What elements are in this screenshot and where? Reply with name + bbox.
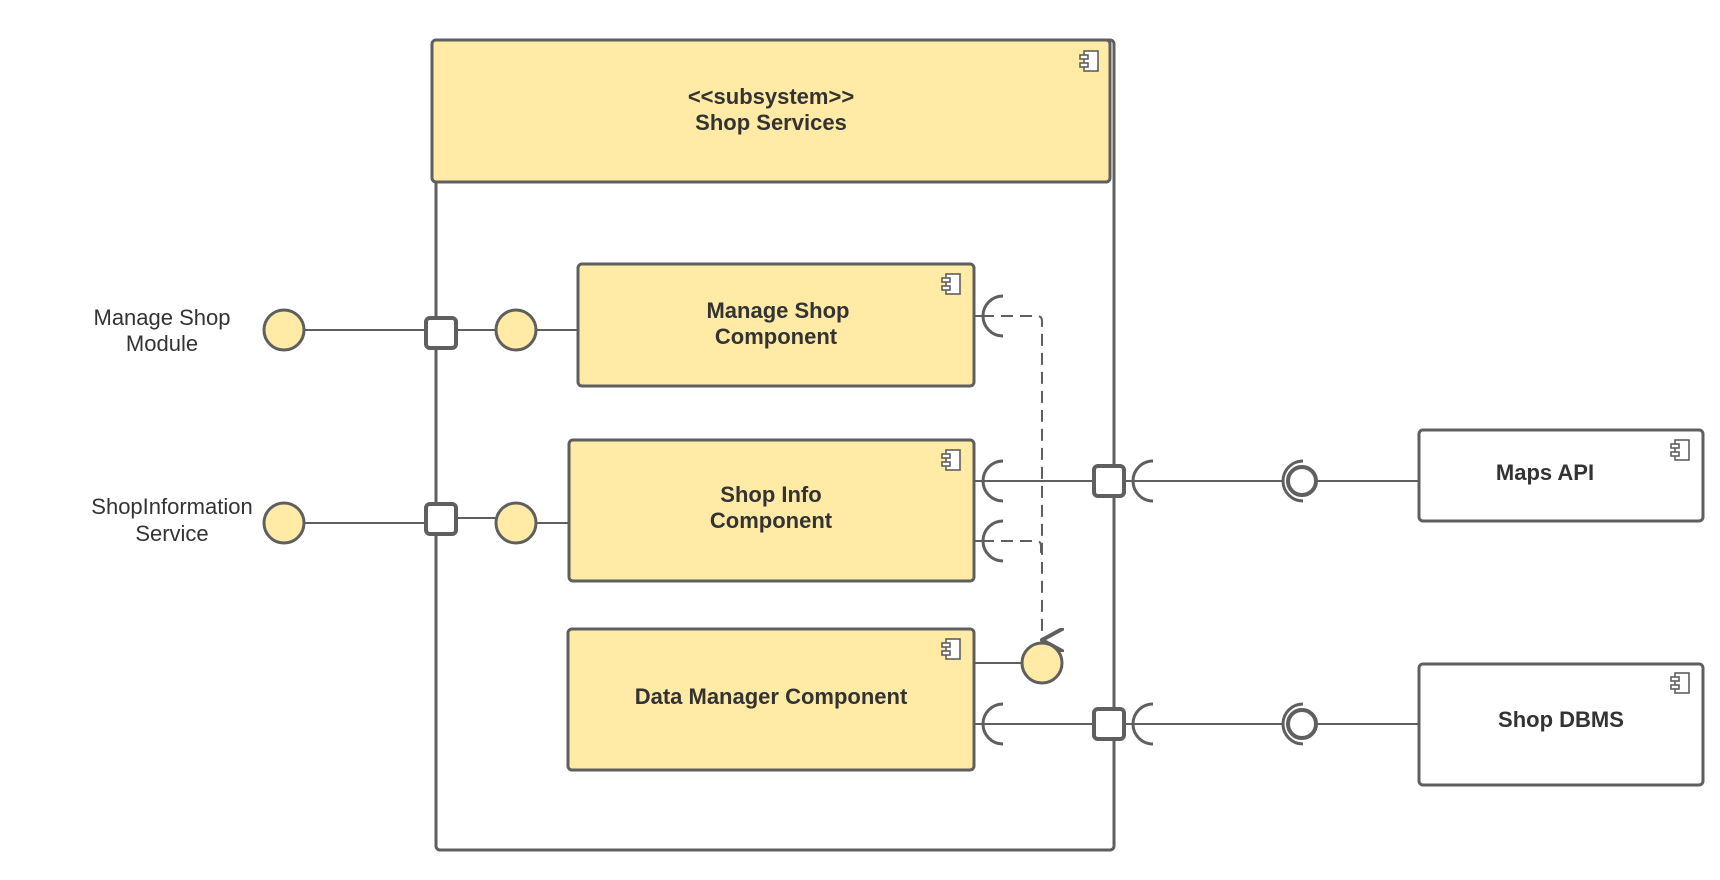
shop-information-service-label-2: Service [135,521,208,546]
shop-info-component-label-1: Shop Info [720,482,821,507]
manage-shop-module-label-2: Module [126,331,198,356]
port-shop-dbms[interactable] [1092,707,1126,741]
interface-shop-information-service[interactable]: ShopInformation Service [91,494,426,546]
shop-info-component-label-2: Component [710,508,833,533]
shop-dbms-component[interactable]: Shop DBMS [1417,662,1705,787]
required-interface-icon [981,702,1004,746]
maps-api-label: Maps API [1496,460,1594,485]
connector-shop-dbms [1124,702,1419,746]
required-interface-icon [981,459,1004,503]
dependency-arrow [982,315,1042,640]
subsystem-name: Shop Services [695,110,847,135]
provided-interface-icon [262,501,306,545]
shop-information-service-label-1: ShopInformation [91,494,252,519]
data-manager-component-label: Data Manager Component [635,684,908,709]
manage-shop-component-label-2: Component [715,324,838,349]
maps-api-component[interactable]: Maps API [1417,428,1705,523]
provided-interface-icon [262,308,306,352]
shop-info-component[interactable]: Shop Info Component [567,438,976,583]
dependency-branch [982,540,1042,560]
manage-shop-module-label-1: Manage Shop [94,305,231,330]
port-maps-api[interactable] [1092,464,1126,498]
subsystem-header[interactable]: <<subsystem>> Shop Services [430,38,1112,184]
subsystem-stereotype: <<subsystem>> [688,84,854,109]
provided-interface-icon [1020,641,1064,685]
provided-interface-icon [1286,708,1318,740]
required-interface-icon [1281,702,1304,746]
provided-interface-icon [1286,465,1318,497]
data-manager-component[interactable]: Data Manager Component [566,627,976,772]
manage-shop-component-label-1: Manage Shop [706,298,849,323]
shop-dbms-label: Shop DBMS [1498,707,1624,732]
provided-interface-icon [494,308,538,352]
required-interface-icon [1281,459,1304,503]
port-manage-shop[interactable] [424,316,458,350]
port-shop-info[interactable] [424,502,458,536]
interface-manage-shop-module[interactable]: Manage Shop Module [94,305,427,356]
connector-maps-api [1124,459,1419,503]
provided-interface-icon [494,501,538,545]
manage-shop-component[interactable]: Manage Shop Component [576,262,976,388]
